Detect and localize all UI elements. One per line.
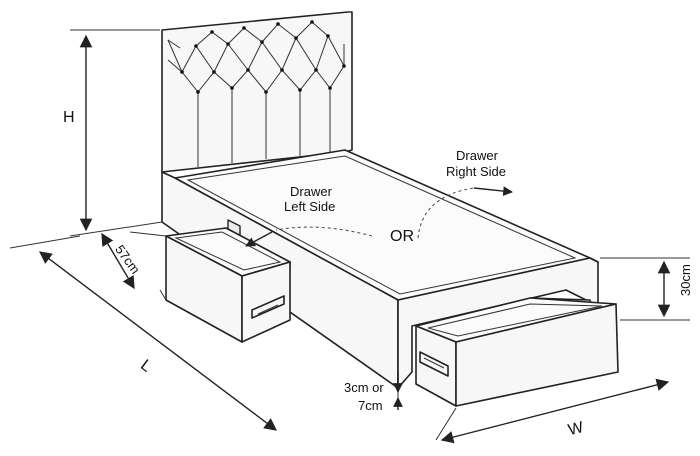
length-dimension xyxy=(9,235,278,431)
height-dimension xyxy=(69,29,163,237)
left-drawer-arrow xyxy=(245,226,373,247)
right-drawer-arrow xyxy=(417,186,513,239)
label-width: W xyxy=(566,419,586,439)
drawer-depth-dimension xyxy=(101,231,167,301)
label-side-height: 30cm xyxy=(678,264,693,296)
label-drawer-left-line1: Drawer xyxy=(290,184,333,199)
label-length: L xyxy=(137,357,154,376)
label-height: H xyxy=(63,109,75,126)
tuft-buttons xyxy=(180,20,346,94)
side-height-dimension xyxy=(600,257,690,321)
label-drawer-right-line2: Right Side xyxy=(446,164,506,179)
width-dimension xyxy=(435,378,670,444)
headboard xyxy=(161,11,353,173)
label-or: OR xyxy=(390,228,414,245)
label-drawer-left-line2: Left Side xyxy=(284,199,335,214)
label-drawer-right-line1: Drawer xyxy=(456,148,499,163)
label-clearance-line2: 7cm xyxy=(358,398,383,413)
label-clearance-line1: 3cm or xyxy=(344,380,384,395)
